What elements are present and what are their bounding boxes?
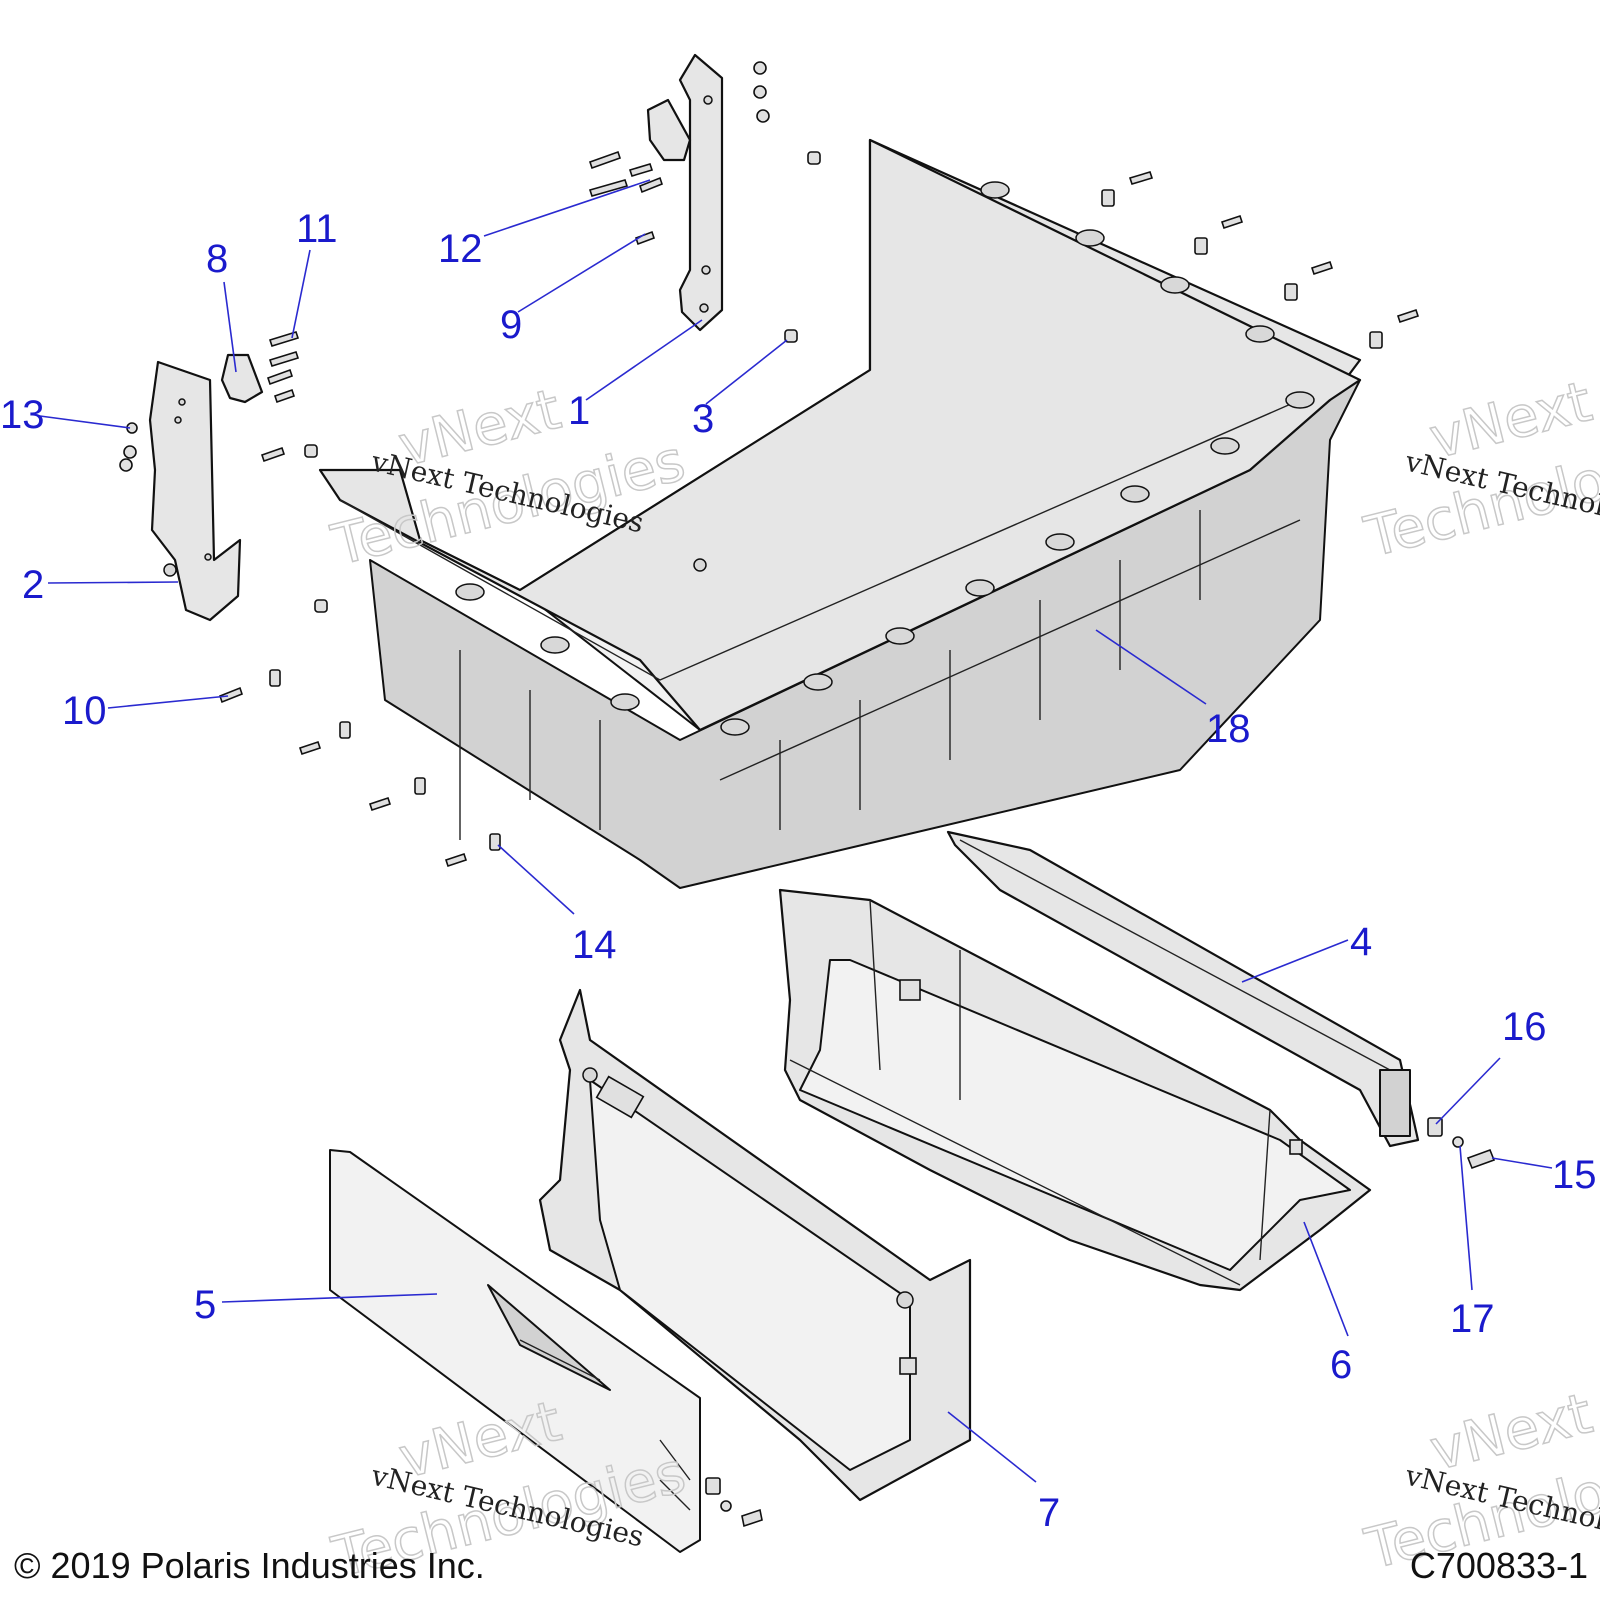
leader-7 (947, 1411, 1037, 1483)
copyright-text: © 2019 Polaris Industries Inc. (14, 1545, 485, 1586)
callout-17: 17 (1450, 1297, 1495, 1341)
callout-16: 16 (1502, 1005, 1547, 1049)
leader-15 (1491, 1157, 1553, 1169)
callout-14: 14 (572, 923, 617, 967)
callout-15: 15 (1552, 1153, 1597, 1197)
rim-holes (455, 181, 1315, 736)
callout-8: 8 (206, 237, 228, 281)
side-rail (946, 830, 1420, 1148)
callout-labels: 1 2 3 4 5 6 7 8 9 10 11 12 13 14 15 16 1… (0, 207, 1597, 1535)
leader-10 (107, 695, 229, 709)
tailgate-inner (538, 988, 972, 1502)
bracket-right (646, 53, 724, 332)
leader-18 (1095, 629, 1207, 705)
leader-lines (39, 179, 1553, 1483)
callout-4: 4 (1350, 920, 1372, 964)
leader-16 (1435, 1057, 1501, 1125)
wall-pockets (459, 510, 1301, 840)
leader-17 (1459, 1145, 1473, 1291)
callout-7: 7 (1038, 1491, 1060, 1535)
watermark-top-right: vNext Technologies (1358, 369, 1600, 572)
callout-13: 13 (0, 393, 45, 437)
leader-14 (497, 844, 575, 915)
callout-11: 11 (296, 207, 338, 251)
leader-11 (291, 249, 311, 339)
callout-5: 5 (194, 1283, 216, 1327)
leader-13 (39, 415, 131, 429)
leader-8 (223, 281, 237, 373)
tailgate-outer (329, 1149, 701, 1553)
callout-1: 1 (568, 389, 590, 433)
callout-12: 12 (438, 227, 483, 271)
leader-3 (705, 339, 788, 405)
callout-18: 18 (1206, 707, 1251, 751)
leader-9 (517, 233, 646, 313)
leader-5 (221, 1293, 438, 1303)
callout-3: 3 (692, 397, 714, 441)
callout-2: 2 (22, 563, 44, 607)
diagram-id: C700833-1 (1410, 1545, 1588, 1586)
leader-1 (585, 319, 703, 401)
leader-2 (47, 581, 179, 584)
leader-12 (483, 179, 651, 237)
leader-4 (1241, 939, 1349, 983)
leader-6 (1303, 1221, 1349, 1337)
callout-6: 6 (1330, 1343, 1352, 1387)
bracket-left (148, 353, 264, 622)
hardware (119, 61, 1496, 1528)
callout-10: 10 (62, 689, 107, 733)
rear-frame (778, 888, 1372, 1292)
cargo-box-tub (318, 138, 1362, 889)
callout-9: 9 (500, 303, 522, 347)
